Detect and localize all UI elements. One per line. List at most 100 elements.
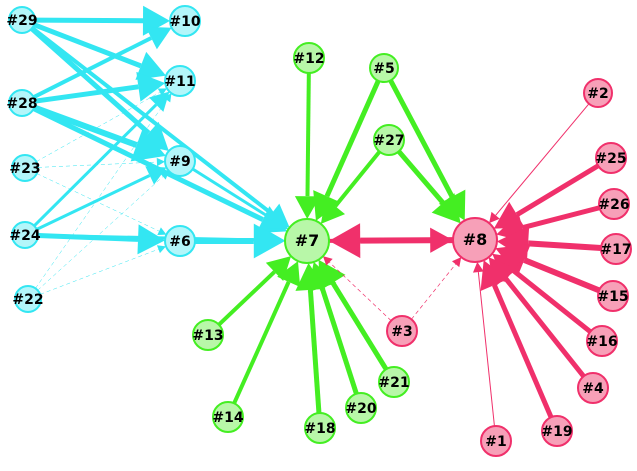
node-circle[interactable] [541,415,573,447]
node-circle[interactable] [164,65,196,97]
node-26[interactable]: #26 [598,188,630,220]
edge-line [503,276,586,378]
node-16[interactable]: #16 [586,325,618,357]
node-label: #2 [587,86,608,102]
node-circle[interactable] [8,6,36,34]
node-circle[interactable] [378,366,410,398]
node-label: #11 [164,74,195,90]
node-label: #1 [485,434,506,450]
node-13[interactable]: #13 [192,319,224,351]
edge-line [411,263,456,320]
node-circle[interactable] [169,5,201,37]
edge-line [36,92,160,162]
arrowhead [136,71,166,102]
edge-23-to-6 [36,173,167,235]
node-7[interactable]: #7 [284,218,330,264]
node-circle[interactable] [212,401,244,433]
node-label: #4 [582,381,604,397]
node-9[interactable]: #9 [164,145,196,177]
node-circle[interactable] [583,78,613,108]
node-label: #28 [6,96,37,112]
node-1[interactable]: #1 [480,425,512,457]
edge-24-to-11 [33,91,170,227]
node-27[interactable]: #27 [373,124,405,156]
node-29[interactable]: #29 [6,6,38,34]
node-22[interactable]: #22 [12,285,44,313]
edge-line [477,271,495,427]
node-circle[interactable] [192,319,224,351]
node-17[interactable]: #17 [600,233,632,265]
node-4[interactable]: #4 [577,372,609,404]
node-label: #21 [378,375,409,391]
node-circle[interactable] [452,217,498,263]
node-20[interactable]: #20 [345,392,377,424]
node-10[interactable]: #10 [169,5,201,37]
node-label: #24 [9,228,40,244]
node-label: #23 [9,161,40,177]
arrowhead [451,257,462,268]
node-circle[interactable] [600,233,632,265]
node-circle[interactable] [11,221,39,249]
arrowhead [145,166,167,185]
node-circle[interactable] [14,285,42,313]
node-14[interactable]: #14 [212,401,244,433]
node-5[interactable]: #5 [369,53,399,83]
node-circle[interactable] [11,154,39,182]
node-label: #29 [6,13,37,29]
node-label: #17 [600,242,631,258]
node-circle[interactable] [595,142,627,174]
edge-14-to-7 [232,261,301,405]
edge-line [328,238,431,243]
node-6[interactable]: #6 [164,225,196,257]
node-2[interactable]: #2 [583,78,613,108]
arrowhead [431,193,461,224]
node-12[interactable]: #12 [293,42,325,74]
node-circle[interactable] [577,372,609,404]
edge-line [495,103,590,216]
node-label: #16 [586,334,617,350]
arrowhead [267,210,289,230]
node-28[interactable]: #28 [6,89,38,117]
arrowhead [322,256,333,266]
edge-28-to-9 [33,104,166,162]
node-circle[interactable] [386,315,418,347]
edge-12-to-7 [294,72,321,220]
edge-29-to-11 [33,22,167,80]
edge-line [35,99,167,289]
node-circle[interactable] [480,425,512,457]
node-circle[interactable] [8,89,36,117]
node-18[interactable]: #18 [304,412,336,444]
edge-line [36,173,160,232]
node-19[interactable]: #19 [541,415,573,447]
edge-22-to-9 [37,171,169,291]
edge-2-to-8 [489,103,590,224]
node-circle[interactable] [369,53,399,83]
node-circle[interactable] [586,325,618,357]
arrowhead [480,260,509,291]
node-circle[interactable] [373,124,405,156]
node-15[interactable]: #15 [597,280,629,312]
node-23[interactable]: #23 [9,154,41,182]
node-24[interactable]: #24 [9,221,41,249]
node-8[interactable]: #8 [452,217,498,263]
edge-22-to-6 [40,245,166,295]
node-circle[interactable] [284,218,330,264]
node-label: #20 [345,401,376,417]
node-11[interactable]: #11 [164,65,196,97]
edge-line [37,176,164,291]
node-label: #6 [169,234,190,250]
edge-line [31,26,273,216]
node-circle[interactable] [293,42,325,74]
node-circle[interactable] [164,225,196,257]
node-circle[interactable] [164,145,196,177]
node-circle[interactable] [598,188,630,220]
node-circle[interactable] [304,412,336,444]
node-circle[interactable] [345,392,377,424]
node-21[interactable]: #21 [378,366,410,398]
node-circle[interactable] [597,280,629,312]
node-label: #14 [212,410,243,426]
node-25[interactable]: #25 [595,142,627,174]
node-label: #3 [391,324,412,340]
node-3[interactable]: #3 [386,315,418,347]
